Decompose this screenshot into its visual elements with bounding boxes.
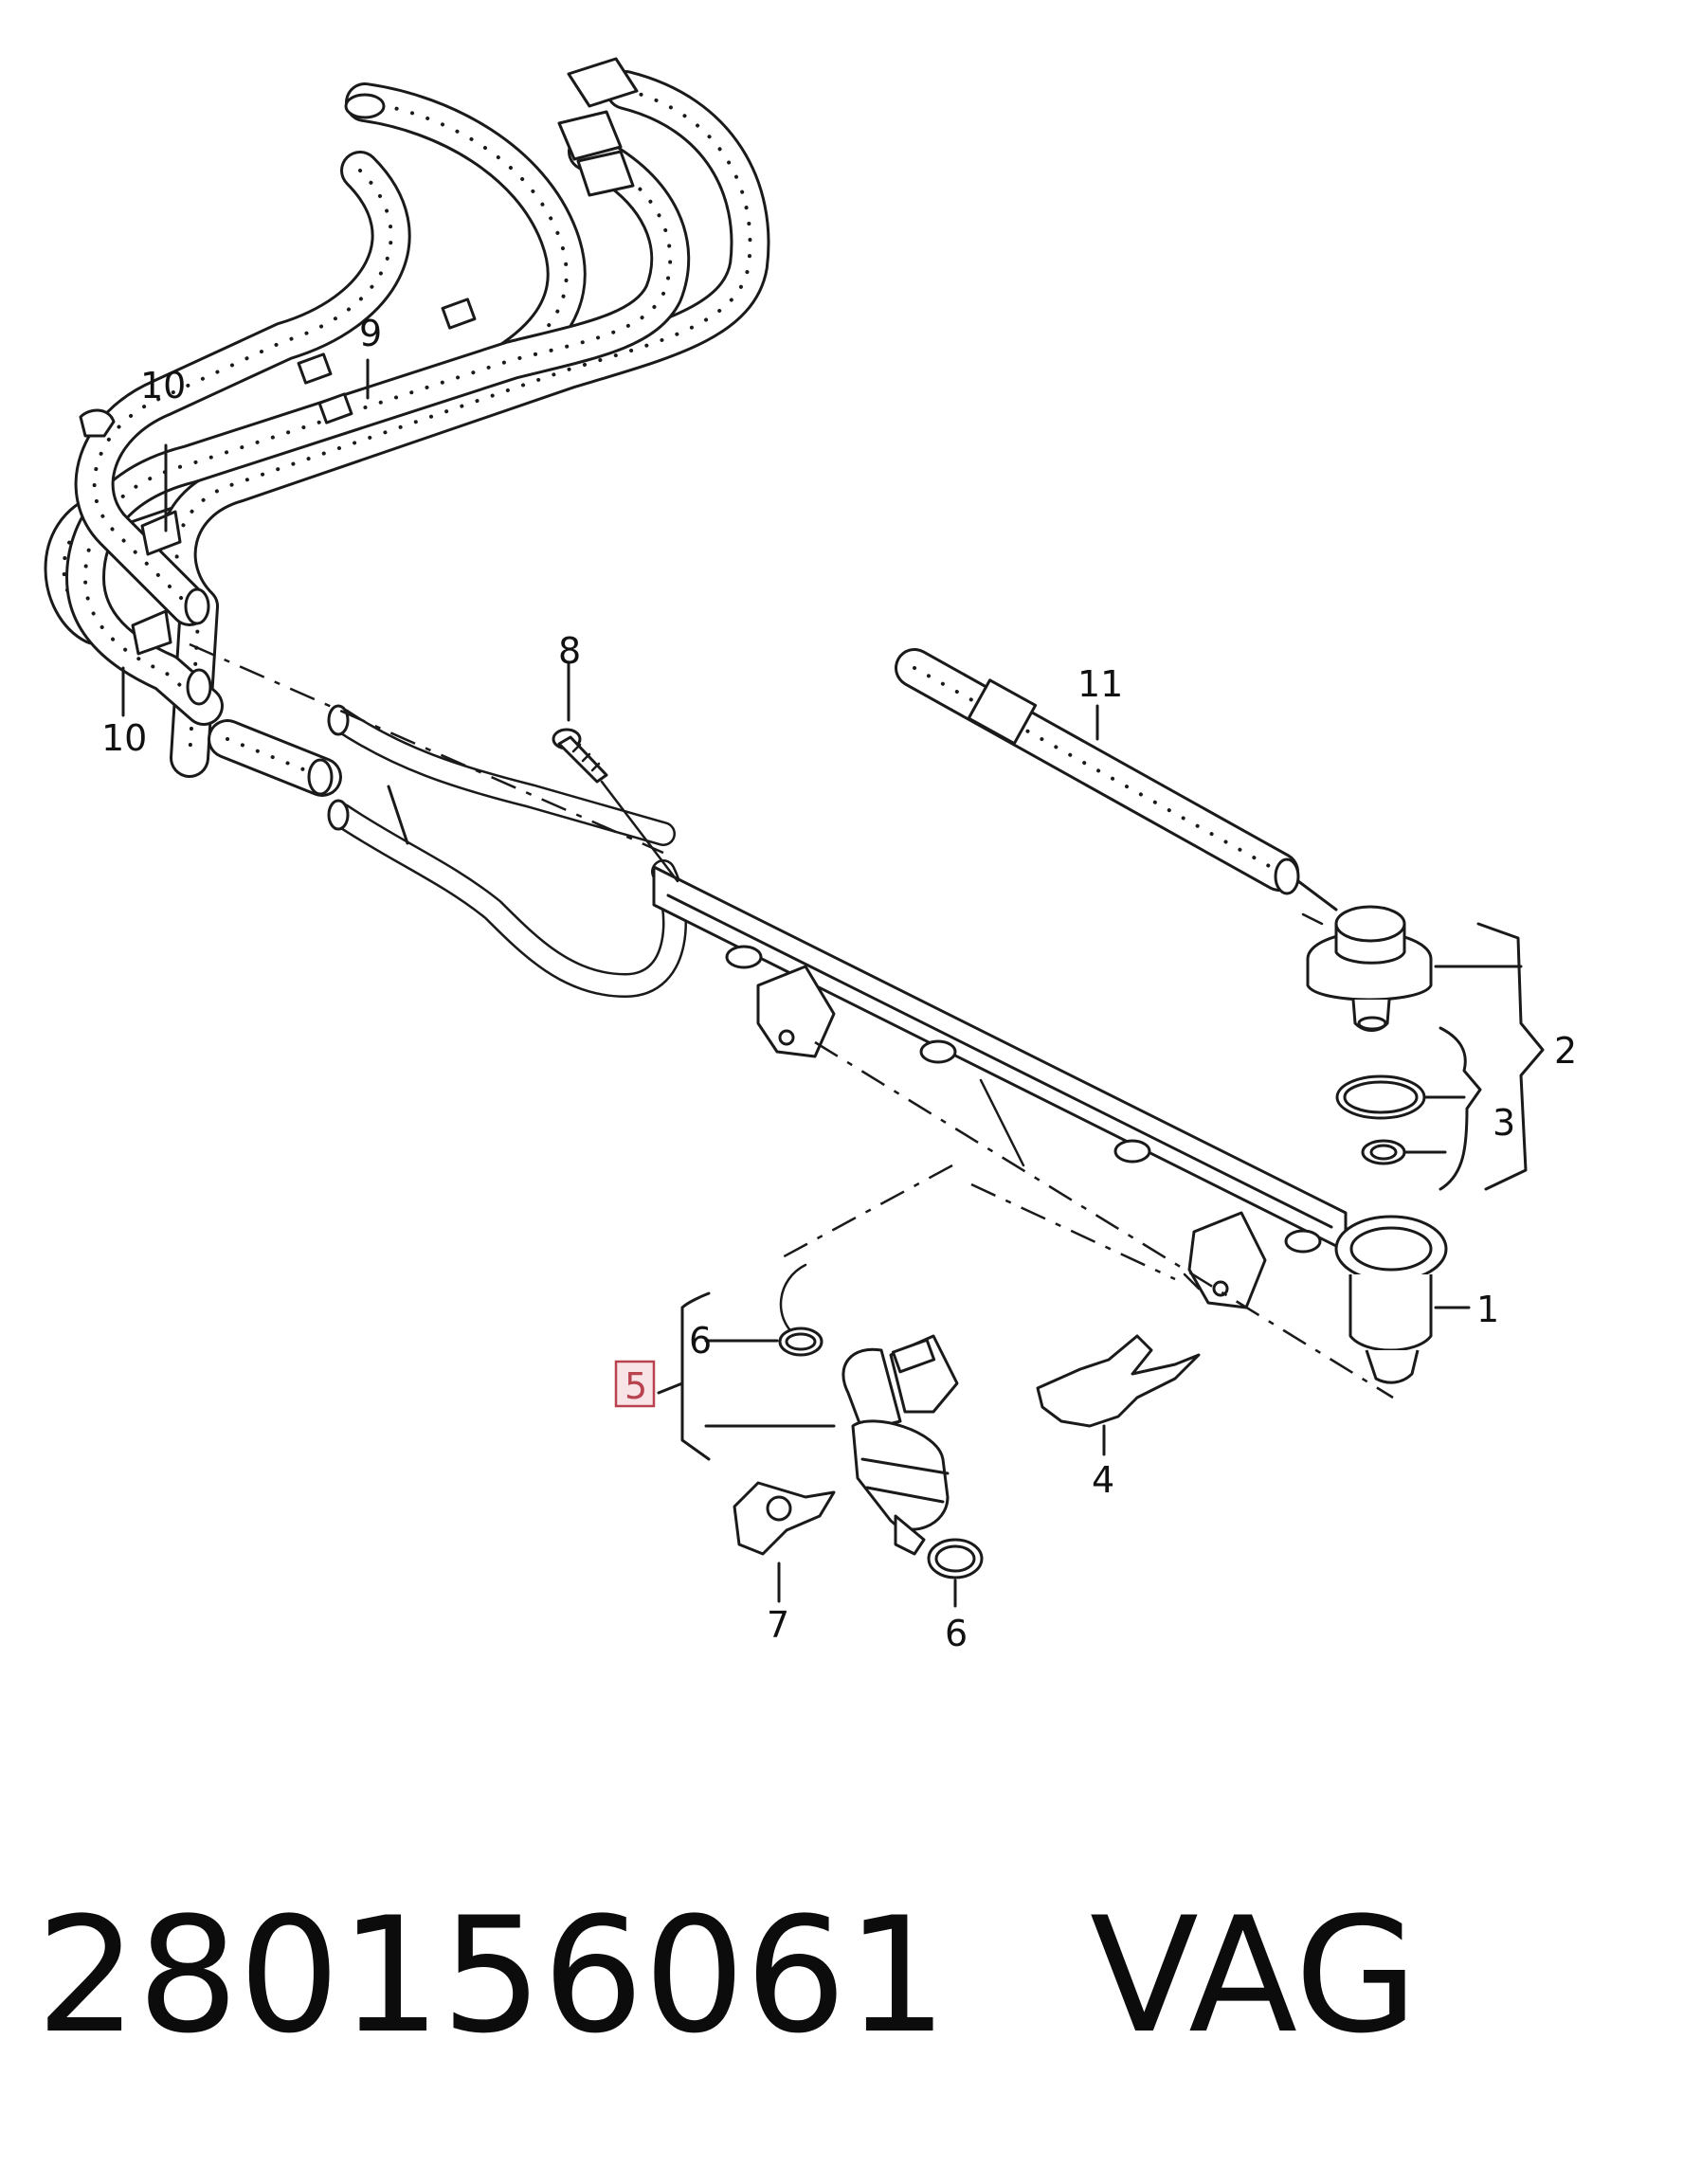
o-ring-6-lower bbox=[927, 1538, 984, 1608]
callout-4: 4 bbox=[1092, 1459, 1114, 1501]
fuel-injector-5 bbox=[778, 1327, 959, 1556]
fuel-rail-1 bbox=[652, 865, 1448, 1384]
callout-6-lower: 6 bbox=[945, 1613, 968, 1654]
leader-lines bbox=[121, 358, 1471, 1343]
hose-clamps-10 bbox=[79, 408, 212, 706]
callout-5: 5 bbox=[624, 1365, 647, 1407]
brand-name: VAG bbox=[1089, 1883, 1419, 2068]
footer: 280156061 VAG bbox=[36, 1881, 1418, 2070]
callout-11: 11 bbox=[1077, 663, 1123, 705]
hose-connectors bbox=[297, 57, 639, 424]
group-brackets bbox=[657, 922, 1545, 1461]
hose-bundle-9 bbox=[44, 70, 770, 797]
assembly-lines bbox=[189, 642, 1394, 1399]
rigid-fuel-lines bbox=[327, 704, 687, 998]
callout-6-upper: 6 bbox=[689, 1320, 712, 1362]
retaining-clip-4 bbox=[1036, 1334, 1201, 1456]
callout-8: 8 bbox=[558, 630, 581, 672]
bolt-8 bbox=[552, 661, 679, 883]
callout-1: 1 bbox=[1476, 1289, 1499, 1330]
injector-clip-7 bbox=[733, 1481, 836, 1603]
callout-3: 3 bbox=[1493, 1102, 1515, 1144]
hose-11 bbox=[895, 648, 1338, 912]
pressure-regulator-2 bbox=[1306, 905, 1433, 1032]
part-number: 280156061 bbox=[36, 1883, 948, 2068]
callout-7: 7 bbox=[767, 1604, 789, 1646]
callout-5-highlight-box bbox=[614, 1360, 656, 1408]
callout-10-upper: 10 bbox=[140, 365, 186, 406]
callout-2: 2 bbox=[1554, 1030, 1577, 1072]
callout-10-lower: 10 bbox=[101, 717, 147, 759]
callout-9: 9 bbox=[359, 313, 382, 354]
o-rings-3 bbox=[1335, 1074, 1426, 1165]
